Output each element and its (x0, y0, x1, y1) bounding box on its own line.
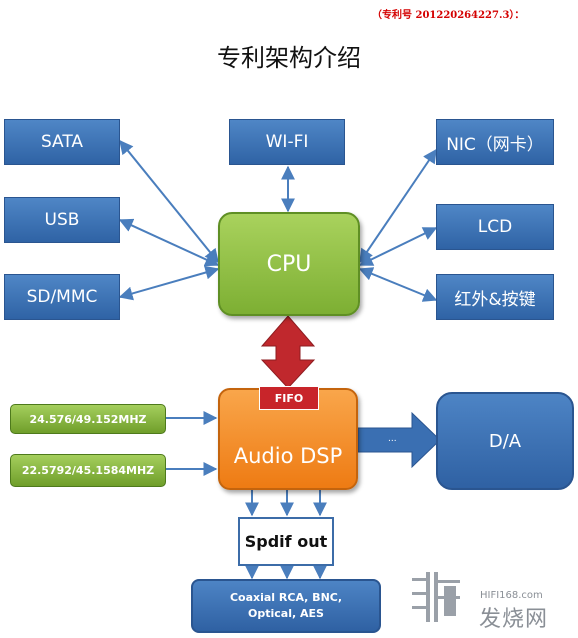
sata-block: SATA (4, 119, 120, 165)
dsp-da-arrow-label: ... (388, 434, 397, 444)
watermark-logo-icon (412, 572, 460, 622)
dsp-da-block-arrow (357, 411, 441, 469)
lcd-block: LCD (436, 204, 554, 250)
usb-block: USB (4, 197, 120, 243)
spdif-out-block: Spdif out (238, 517, 334, 566)
outputs-block: Coaxial RCA, BNC, Optical, AES (191, 579, 381, 633)
da-block: D/A (436, 392, 574, 490)
fifo-label: FIFO (259, 386, 319, 410)
ir-keys-cpu-connector (358, 267, 438, 302)
cpu-block: CPU (218, 212, 360, 316)
nic-block: NIC（网卡） (436, 119, 554, 165)
nic-cpu-connector (359, 148, 437, 264)
sdmmc-cpu-connector (118, 265, 220, 301)
cpu-dsp-double-arrow (260, 315, 316, 389)
clock-block-2: 22.5792/45.1584MHZ (10, 454, 166, 487)
usb-cpu-connector (118, 218, 220, 267)
ir-keys-block: 红外&按键 (436, 274, 554, 320)
watermark-url: HIFI168.com (480, 590, 543, 601)
sdmmc-block: SD/MMC (4, 274, 120, 320)
patent-number: （专利号 201220264227.3）： (372, 10, 525, 21)
watermark-name: 发烧网 (479, 607, 549, 632)
lcd-cpu-connector (358, 227, 438, 266)
wifi-block: WI-FI (229, 119, 345, 165)
clock-block-1: 24.576/49.152MHZ (10, 404, 166, 434)
page-title: 专利架构介绍 (217, 44, 361, 72)
sata-cpu-connector (119, 139, 219, 264)
